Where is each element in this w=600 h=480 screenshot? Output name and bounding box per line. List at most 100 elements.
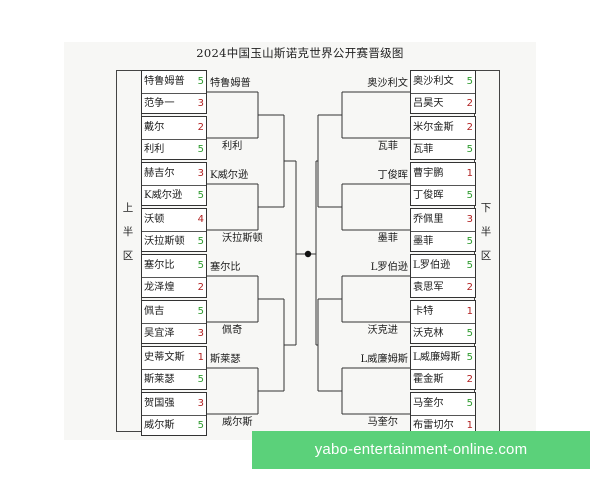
upper-half-char: 上 [122, 202, 134, 214]
round2-winner: 墨菲 [377, 233, 398, 244]
match-box: L罗伯逊 5 袁思军 2 [410, 254, 476, 298]
player-name: 奥沙利文 [413, 76, 454, 87]
player-name: 吕昊天 [413, 98, 444, 109]
player-score: 1 [466, 168, 473, 179]
player-score: 3 [197, 98, 204, 109]
upper-half-char: 区 [122, 250, 134, 262]
player-row: K威尔逊 5 [142, 185, 206, 207]
round2-winner: K威尔逊 [210, 170, 249, 181]
player-score: 3 [197, 168, 204, 179]
player-name: 马奎尔 [413, 398, 444, 409]
round2-winner: 威尔斯 [222, 417, 253, 428]
page-title: 2024中国玉山斯诺克世界公开赛晋级图 [196, 46, 404, 60]
match-box: 马奎尔 5 布雷切尔 1 [410, 392, 476, 436]
player-score: 1 [466, 420, 473, 431]
player-score: 5 [197, 420, 204, 431]
player-name: L罗伯逊 [413, 260, 451, 271]
player-score: 2 [466, 374, 473, 385]
player-score: 5 [466, 260, 473, 271]
player-row: 贺国强 3 [142, 393, 206, 416]
player-name: 史蒂文斯 [144, 352, 185, 363]
lower-half-char: 区 [480, 250, 492, 262]
round2-winner: 瓦菲 [377, 141, 398, 152]
lower-half-char: 下 [480, 202, 492, 214]
player-score: 5 [466, 144, 473, 155]
player-name: K威尔逊 [144, 190, 183, 201]
player-name: 沃拉斯顿 [144, 236, 185, 247]
player-name: 布雷切尔 [413, 420, 454, 431]
player-name: 吴宜泽 [144, 328, 175, 339]
player-name: 袁思军 [413, 282, 444, 293]
player-score: 5 [466, 328, 473, 339]
round2-winner: 特鲁姆普 [210, 78, 251, 89]
player-score: 1 [197, 352, 204, 363]
player-row: 布雷切尔 1 [411, 415, 475, 437]
player-name: 范争一 [144, 98, 175, 109]
player-score: 5 [466, 352, 473, 363]
upper-half-label: 上 半 区 [121, 196, 135, 268]
player-row: 曹宇鹏 1 [411, 163, 475, 186]
player-score: 5 [197, 374, 204, 385]
player-name: 贺国强 [144, 398, 175, 409]
round2-winner: 丁俊晖 [377, 170, 408, 181]
player-score: 5 [466, 190, 473, 201]
player-row: 范争一 3 [142, 93, 206, 115]
round2-winner: 塞尔比 [210, 262, 241, 273]
player-row: 吴宜泽 3 [142, 323, 206, 345]
player-row: 奥沙利文 5 [411, 71, 475, 94]
player-score: 5 [466, 398, 473, 409]
player-score: 4 [197, 214, 204, 225]
player-row: L威廉姆斯 5 [411, 347, 475, 370]
player-name: 瓦菲 [413, 144, 434, 155]
upper-half-char: 半 [122, 226, 134, 238]
round2-winner: 沃拉斯顿 [222, 233, 263, 244]
player-score: 5 [197, 190, 204, 201]
player-score: 2 [466, 98, 473, 109]
player-score: 3 [466, 214, 473, 225]
player-row: 史蒂文斯 1 [142, 347, 206, 370]
player-score: 2 [466, 282, 473, 293]
player-name: 曹宇鹏 [413, 168, 444, 179]
round2-winner: 奥沙利文 [367, 78, 408, 89]
player-row: 瓦菲 5 [411, 139, 475, 161]
lower-half-char: 半 [480, 226, 492, 238]
player-name: 赫吉尔 [144, 168, 175, 179]
player-score: 2 [197, 282, 204, 293]
player-score: 3 [197, 328, 204, 339]
player-name: 佩吉 [144, 306, 165, 317]
round2-winner: 斯莱瑟 [210, 354, 241, 365]
player-score: 2 [197, 122, 204, 133]
player-name: 塞尔比 [144, 260, 175, 271]
lower-half-label: 下 半 区 [479, 196, 493, 268]
player-name: 乔佩里 [413, 214, 444, 225]
player-row: 吕昊天 2 [411, 93, 475, 115]
player-name: 特鲁姆普 [144, 76, 185, 87]
player-score: 5 [466, 76, 473, 87]
player-score: 1 [466, 306, 473, 317]
player-name: L威廉姆斯 [413, 352, 461, 363]
player-score: 3 [197, 398, 204, 409]
round2-winner: 佩奇 [222, 325, 243, 336]
player-name: 卡特 [413, 306, 434, 317]
round2-winner: L威廉姆斯 [360, 354, 408, 365]
